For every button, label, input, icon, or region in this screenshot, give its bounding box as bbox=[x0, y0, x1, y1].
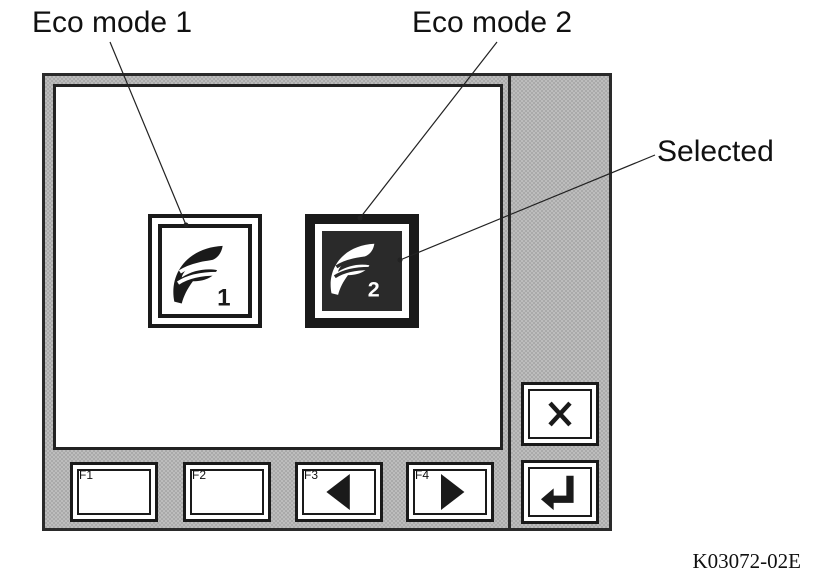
cancel-button[interactable] bbox=[521, 382, 599, 446]
key-frame bbox=[528, 389, 592, 439]
key-frame bbox=[528, 467, 592, 517]
f4-key[interactable]: F4 bbox=[406, 462, 494, 522]
figure-id: K03072-02E bbox=[692, 549, 802, 573]
eco-mode-1-frame bbox=[158, 224, 252, 318]
mode-number: 1 bbox=[217, 284, 230, 311]
key-frame bbox=[77, 469, 151, 515]
f1-key[interactable]: F1 bbox=[70, 462, 158, 522]
device-panel: 1 2 F1 F2 F3 F4 bbox=[42, 73, 612, 531]
display-screen: 1 2 bbox=[53, 84, 503, 450]
key-label: F4 bbox=[415, 468, 430, 482]
key-frame bbox=[413, 469, 487, 515]
enter-button[interactable] bbox=[521, 460, 599, 524]
eco-leaf-icon: 1 bbox=[173, 245, 231, 311]
mode-number: 2 bbox=[368, 278, 380, 302]
callout-eco-mode-1: Eco mode 1 bbox=[32, 6, 193, 39]
eco-leaf-icon: 2 bbox=[330, 243, 380, 302]
key-frame bbox=[190, 469, 264, 515]
f3-key[interactable]: F3 bbox=[295, 462, 383, 522]
close-icon bbox=[548, 401, 572, 427]
arrow-right-icon bbox=[441, 474, 465, 510]
key-label: F3 bbox=[304, 468, 319, 482]
callout-selected: Selected bbox=[657, 135, 774, 168]
key-frame bbox=[302, 469, 376, 515]
arrow-left-icon bbox=[326, 474, 350, 510]
key-label: F2 bbox=[192, 468, 207, 482]
eco-mode-2-button[interactable]: 2 bbox=[305, 214, 419, 328]
enter-return-icon bbox=[540, 475, 574, 511]
side-divider bbox=[508, 76, 511, 528]
f2-key[interactable]: F2 bbox=[183, 462, 271, 522]
callout-eco-mode-2: Eco mode 2 bbox=[412, 6, 573, 39]
eco-mode-1-button[interactable]: 1 bbox=[148, 214, 262, 328]
key-label: F1 bbox=[79, 468, 94, 482]
